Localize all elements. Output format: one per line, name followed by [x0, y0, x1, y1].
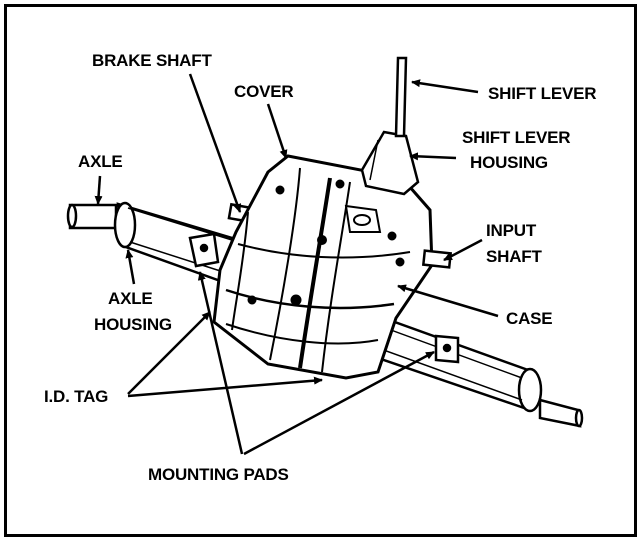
leader-shift-lever-housing [409, 152, 457, 161]
label-shift-lever-housing-line2: HOUSING [470, 153, 548, 172]
leader-case [397, 284, 499, 318]
leader-axle-housing [125, 249, 136, 285]
left-axle-shaft [66, 203, 118, 230]
leader-cover [266, 103, 288, 159]
left-mounting-pad [188, 232, 220, 268]
leader-id-tag-1 [127, 311, 211, 395]
leader-lines [94, 73, 499, 456]
right-axle-shaft [538, 398, 584, 428]
label-axle: AXLE [78, 152, 123, 171]
right-axle-housing [370, 314, 543, 413]
labels: BRAKE SHAFT COVER SHIFT LEVER SHIFT LEVE… [44, 51, 597, 484]
label-cover: COVER [234, 82, 293, 101]
left-axle-housing [113, 201, 242, 290]
leader-id-tag-2 [127, 376, 323, 398]
label-axle-housing-line2: HOUSING [94, 315, 172, 334]
label-mounting-pads: MOUNTING PADS [148, 465, 289, 484]
right-mounting-pad [434, 334, 460, 364]
shift-lever-housing [360, 130, 420, 196]
leader-axle [94, 175, 103, 205]
label-shift-lever: SHIFT LEVER [488, 84, 596, 103]
label-brake-shaft: BRAKE SHAFT [92, 51, 212, 70]
leader-mounting-pad-1 [197, 271, 244, 455]
label-shift-lever-housing-line1: SHIFT LEVER [462, 128, 570, 147]
leader-mounting-pad-2 [243, 350, 435, 456]
label-input-shaft-line2: SHAFT [486, 247, 542, 266]
label-id-tag: I.D. TAG [44, 387, 108, 406]
label-input-shaft-line1: INPUT [486, 221, 537, 240]
label-case: CASE [506, 309, 552, 328]
label-axle-housing-line1: AXLE [108, 289, 153, 308]
leader-shift-lever [411, 79, 479, 94]
leader-input-shaft [443, 238, 483, 262]
shift-lever [394, 56, 408, 138]
leader-brake-shaft [188, 73, 242, 213]
